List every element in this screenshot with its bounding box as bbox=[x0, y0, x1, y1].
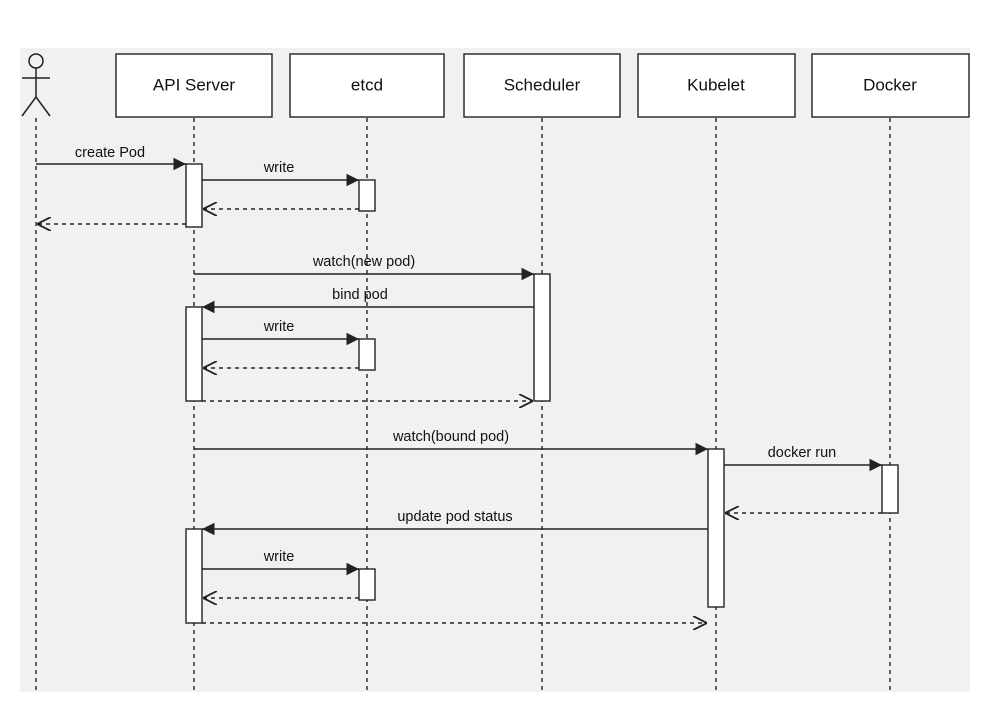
message-write: write bbox=[202, 319, 359, 346]
participant-etcd: etcd bbox=[289, 53, 445, 118]
user-actor-icon bbox=[21, 53, 51, 117]
message-docker-run: docker run bbox=[724, 445, 882, 472]
activation-kubelet bbox=[707, 448, 725, 608]
message-bind-pod: bind pod bbox=[202, 287, 534, 314]
message-create-pod: create Pod bbox=[36, 145, 186, 171]
activation-etcd bbox=[358, 568, 376, 601]
message-watch-bound-pod: watch(bound pod) bbox=[194, 429, 708, 456]
message-update-pod-status: update pod status bbox=[202, 509, 708, 536]
participant-docker: Docker bbox=[811, 53, 970, 118]
participant-kubelet: Kubelet bbox=[637, 53, 796, 118]
activation-api-server bbox=[185, 306, 203, 402]
message-label: update pod status bbox=[397, 509, 512, 525]
participant-label: Scheduler bbox=[504, 75, 581, 94]
participant-label: API Server bbox=[153, 75, 236, 94]
activation-api-server bbox=[185, 163, 203, 228]
diagram-background bbox=[20, 48, 970, 692]
message-write: write bbox=[202, 160, 359, 187]
message-label: write bbox=[263, 160, 295, 176]
participant-scheduler: Scheduler bbox=[463, 53, 621, 118]
message-label: docker run bbox=[768, 445, 837, 461]
participant-api-server: API Server bbox=[115, 53, 273, 118]
message-label: write bbox=[263, 549, 295, 565]
participant-label: etcd bbox=[351, 75, 383, 94]
message-label: write bbox=[263, 319, 295, 335]
message-label: watch(new pod) bbox=[312, 254, 415, 270]
message-label: create Pod bbox=[75, 145, 145, 161]
activation-docker bbox=[881, 464, 899, 514]
message-watch-new-pod: watch(new pod) bbox=[194, 254, 534, 281]
activation-etcd bbox=[358, 338, 376, 371]
participant-label: Kubelet bbox=[687, 75, 745, 94]
participant-label: Docker bbox=[863, 75, 917, 94]
message-label: watch(bound pod) bbox=[392, 429, 509, 445]
activation-etcd bbox=[358, 179, 376, 212]
message-label: bind pod bbox=[332, 287, 388, 303]
activation-scheduler bbox=[533, 273, 551, 402]
message-write: write bbox=[202, 549, 359, 576]
activation-api-server bbox=[185, 528, 203, 624]
